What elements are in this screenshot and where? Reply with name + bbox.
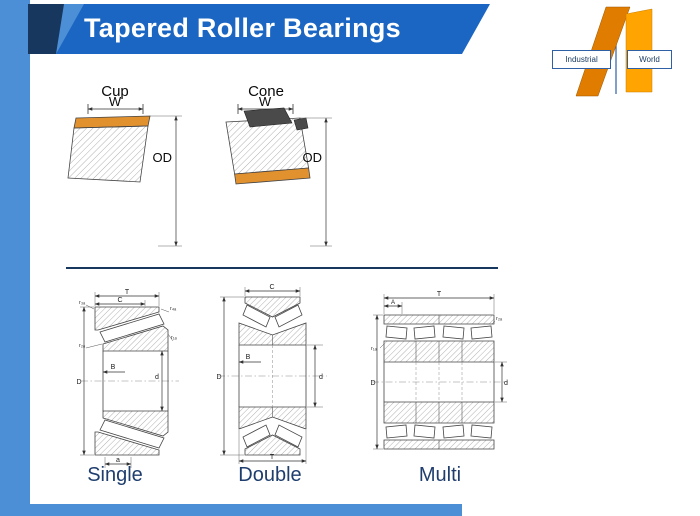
- cone-roller: [243, 107, 293, 128]
- roller-shape: [99, 313, 165, 343]
- dim-label-r1: r₁ₐ: [371, 346, 378, 352]
- dim-label-r4: r₄ₐ: [170, 306, 177, 312]
- single-bearing-diagram: T C D d B a r₃ₐ r₄ₐ r₂ₐ r₁ₐ: [76, 289, 179, 468]
- dim-label-B: B: [111, 364, 116, 371]
- dim-label-d: d: [319, 374, 323, 381]
- double-bearing-diagram: C D d B T: [216, 284, 327, 464]
- cup-cone-diagram: Cup W OD Cone W OD: [67, 83, 332, 247]
- dim-label-T: T: [437, 291, 442, 298]
- logo-world-label: World: [627, 50, 672, 69]
- roller-shape: [470, 424, 493, 439]
- cone-width-label: W: [259, 94, 272, 109]
- cone-label: Cone: [248, 83, 284, 100]
- section-divider: [66, 267, 498, 269]
- dim-label-B: B: [246, 354, 251, 361]
- cone-section: [238, 322, 307, 346]
- cup-label: Cup: [101, 83, 129, 100]
- dim-label-C: C: [269, 284, 274, 291]
- caption-single: Single: [87, 464, 143, 486]
- banner-navy-square: [28, 4, 64, 54]
- dim-label-C: C: [117, 297, 122, 304]
- cup-section: [244, 434, 301, 456]
- cup-section: [94, 431, 160, 456]
- dim-label-d: d: [155, 374, 159, 381]
- roller-shape: [442, 424, 465, 439]
- roller-shape: [242, 424, 271, 448]
- cone-section: [102, 410, 169, 437]
- slide-title: Tapered Roller Bearings: [84, 13, 401, 43]
- roller-shape: [99, 419, 165, 449]
- dimensions: C D d B T: [216, 284, 323, 464]
- dim-label-D: D: [370, 380, 375, 387]
- roller-shape: [413, 424, 436, 439]
- cup-width-label: W: [109, 94, 122, 109]
- roller-shape: [242, 304, 271, 328]
- banner-shape: [48, 4, 490, 54]
- dimensions: T A D d r₂ₐ r₁ₐ: [370, 291, 508, 450]
- left-stripe-decoration: [0, 0, 30, 516]
- roller-shape: [274, 304, 303, 328]
- cone-section: [102, 325, 169, 352]
- dim-label-a: a: [116, 457, 120, 464]
- bottom-strip-decoration: [0, 504, 462, 516]
- cone-roller-end: [293, 117, 309, 131]
- cup-section: [94, 306, 160, 331]
- caption-multi: Multi: [418, 464, 462, 486]
- cup-section: [244, 296, 301, 318]
- dim-label-r2: r₂ₐ: [79, 343, 86, 349]
- dim-label-r3: r₃ₐ: [79, 300, 86, 306]
- cone-section: [238, 406, 307, 430]
- cone-bore-surface: [234, 167, 311, 185]
- roller-shape: [385, 424, 408, 439]
- cup-section: [67, 125, 149, 183]
- banner-accent-triangle: [56, 4, 84, 54]
- roller-shape: [442, 325, 465, 340]
- dim-label-d: d: [504, 380, 508, 387]
- dim-label-T: T: [125, 289, 130, 296]
- dim-label-r1: r₁ₐ: [171, 335, 178, 341]
- header-banner: [28, 4, 490, 54]
- dim-label-D: D: [76, 379, 81, 386]
- roller-shape: [470, 325, 493, 340]
- cup-figure: Cup W OD: [67, 83, 182, 247]
- cone-od-label: OD: [303, 150, 323, 165]
- cup-od-label: OD: [153, 150, 173, 165]
- dim-label-T: T: [270, 454, 275, 461]
- roller-shape: [274, 424, 303, 448]
- dimensions: T C D d B a r₃ₐ r₄ₐ r₂ₐ r₁ₐ: [76, 289, 178, 468]
- roller-shape: [413, 325, 436, 340]
- dim-label-D: D: [216, 374, 221, 381]
- logo-industrial-label: Industrial: [552, 50, 611, 69]
- cone-figure: Cone W OD: [225, 83, 332, 247]
- multi-bearing-diagram: T A D d r₂ₐ r₁ₐ: [370, 291, 508, 450]
- dim-label-A: A: [391, 300, 395, 306]
- roller-shape: [385, 325, 408, 340]
- caption-double: Double: [238, 464, 302, 486]
- dim-label-r2: r₂ₐ: [496, 316, 503, 322]
